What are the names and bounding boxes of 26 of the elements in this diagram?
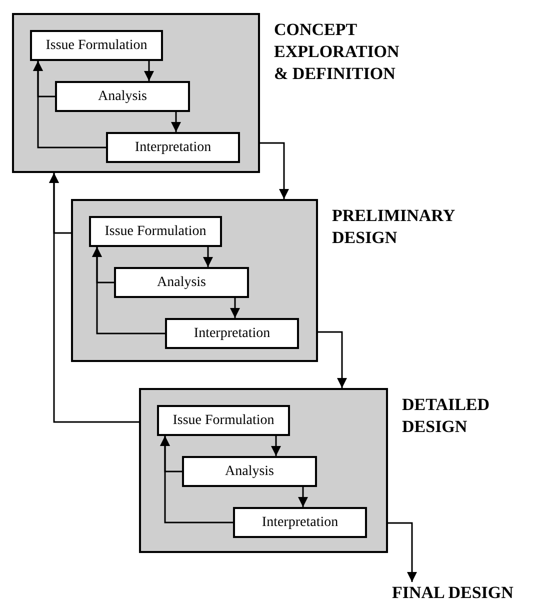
- arrow: [271, 436, 281, 456]
- arrow: [203, 247, 213, 267]
- stage-heading: PRELIMINARY DESIGN: [332, 205, 456, 249]
- arrow: [171, 112, 181, 132]
- process-box: Issue Formulation: [157, 405, 290, 436]
- final-design-label: FINAL DESIGN: [392, 582, 557, 606]
- process-box: Analysis: [55, 81, 190, 112]
- stage-heading: DETAILED DESIGN: [402, 394, 491, 438]
- process-box: Interpretation: [106, 132, 240, 163]
- process-box: Issue Formulation: [30, 30, 163, 61]
- arrow: [49, 173, 139, 423]
- process-box: Analysis: [114, 267, 249, 298]
- stage-heading: CONCEPT EXPLORATION & DEFINITION: [274, 19, 400, 85]
- arrow: [260, 142, 289, 199]
- arrow: [144, 61, 154, 81]
- arrow: [298, 487, 308, 507]
- arrow: [230, 298, 240, 318]
- process-box: Interpretation: [165, 318, 299, 349]
- arrow: [388, 522, 417, 582]
- arrow: [318, 331, 347, 388]
- process-box: Issue Formulation: [89, 216, 222, 247]
- process-box: Interpretation: [233, 507, 367, 538]
- arrow: [160, 436, 233, 524]
- arrow: [92, 247, 165, 334]
- arrow: [33, 61, 106, 148]
- process-box: Analysis: [182, 456, 317, 487]
